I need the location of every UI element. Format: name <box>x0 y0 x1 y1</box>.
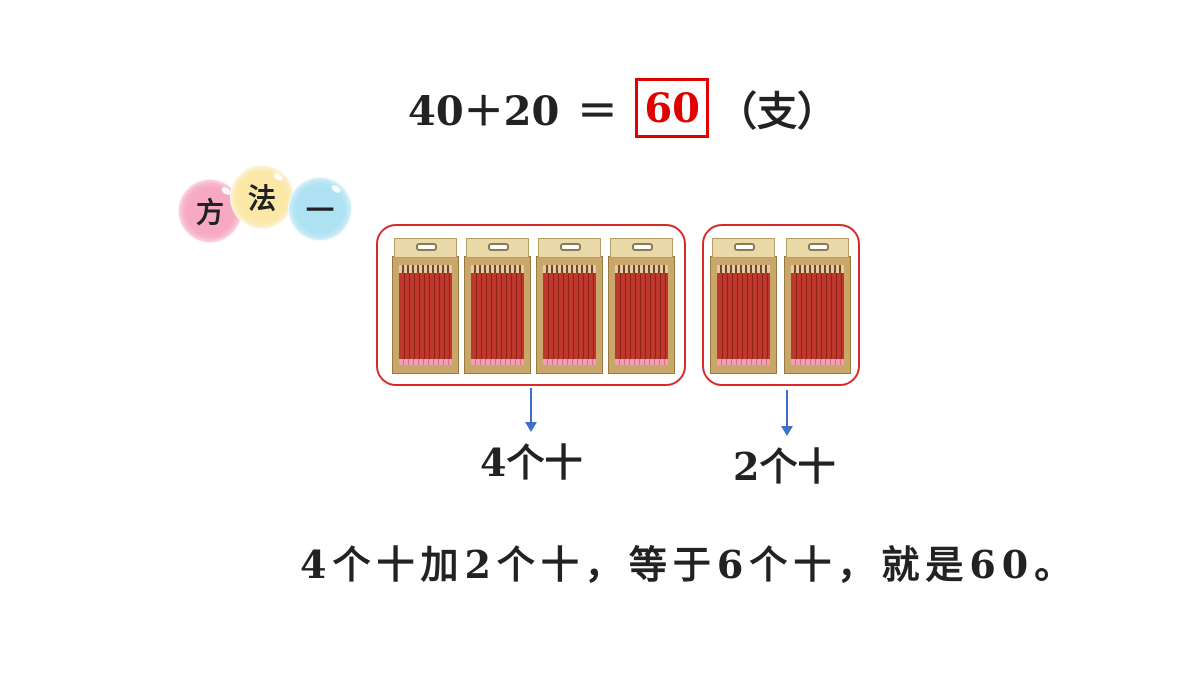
pencil-group-two-tens <box>702 224 860 386</box>
pencil-pack-icon <box>536 238 603 374</box>
label-four-tens: 4个十 <box>480 440 583 485</box>
equation: 40＋20 ＝ 60 （支） <box>408 78 837 138</box>
method-char-2: 法 <box>247 182 276 215</box>
pencil-pack-icon <box>710 238 777 374</box>
method-char-1: 方 <box>195 196 224 229</box>
pencil-pack-icon <box>784 238 851 374</box>
equals-sign: ＝ <box>577 88 618 135</box>
equation-expression: 40＋20 <box>408 88 560 135</box>
pencil-pack-icon <box>464 238 531 374</box>
method-char-3: 一 <box>305 194 334 227</box>
pencil-group-four-tens <box>376 224 686 386</box>
arrow-down-icon <box>777 390 797 438</box>
label-two-tens: 2个十 <box>733 444 836 489</box>
answer-box: 60 <box>635 78 709 138</box>
arrow-down-icon <box>521 388 541 434</box>
method-bubble-fa: 法 <box>230 165 294 229</box>
method-bubble-yi: 一 <box>288 177 352 241</box>
equation-unit: （支） <box>717 88 837 135</box>
pencil-pack-icon <box>392 238 459 374</box>
method-one-badge: 方 法 一 <box>178 165 358 245</box>
conclusion-text: 4个十加2个十，等于6个十，就是60。 <box>300 542 1079 587</box>
pencil-pack-icon <box>608 238 675 374</box>
